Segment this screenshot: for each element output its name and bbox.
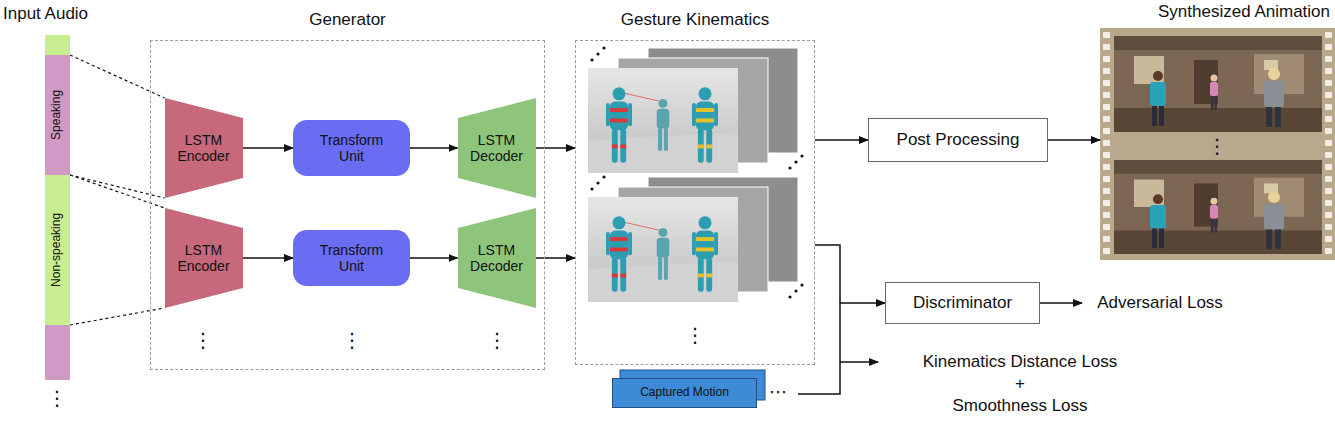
discriminator-box: Discriminator: [885, 282, 1040, 324]
lstm-decoder: LSTM Decoder: [458, 98, 536, 198]
lstm-decoder: LSTM Decoder: [458, 208, 536, 308]
kinematics-group: Gesture Kinematics: [575, 40, 815, 365]
node-label: Post Processing: [897, 130, 1020, 150]
captured-motion: Captured Motion: [612, 378, 757, 408]
flow-arrow: [536, 147, 576, 149]
transform-unit: Transform Unit: [293, 120, 410, 176]
loss-label: +: [1015, 375, 1025, 394]
loss-arrow: [1040, 302, 1082, 304]
flow-arrow: [243, 147, 294, 149]
flow-arrow: [410, 257, 458, 259]
flow-arrow: [815, 139, 868, 141]
loss-label: Smoothness Loss: [952, 397, 1087, 416]
flow-arrow: [1048, 139, 1100, 141]
ellipsis: ⋮: [47, 387, 67, 409]
heading: Generator: [151, 10, 544, 30]
ellipsis: ⋮: [193, 329, 213, 351]
stack-dot: [800, 154, 803, 157]
heading: Gesture Kinematics: [576, 10, 814, 30]
stack-dot: [800, 283, 803, 286]
flow-arrow: [536, 257, 576, 259]
heading: Synthesized Animation: [1158, 2, 1330, 22]
stack-dot: [794, 160, 797, 163]
trapezoid-fill: [458, 208, 536, 308]
node-label: LSTM Decoder: [465, 132, 529, 164]
node-label: LSTM Encoder: [172, 242, 236, 274]
kinematics-frame: [588, 197, 738, 302]
animation-frame: [1114, 160, 1322, 254]
trapezoid-fill: [165, 208, 243, 308]
node-label: Transform Unit: [312, 242, 392, 274]
loss-wire: [798, 303, 840, 394]
stack-dot: [590, 187, 593, 190]
lstm-encoder: LSTM Encoder: [165, 98, 243, 198]
node-label: LSTM Decoder: [465, 242, 529, 274]
transform-unit: Transform Unit: [293, 230, 410, 286]
node-label: Speaking: [51, 90, 65, 140]
stack-dot: [602, 175, 605, 178]
film-holes: [1325, 32, 1332, 256]
lstm-encoder: LSTM Encoder: [165, 208, 243, 308]
stack-dot: [590, 58, 593, 61]
trapezoid-fill: [165, 98, 243, 198]
generator-group: GeneratorLSTM EncoderTransform UnitLSTM …: [150, 40, 545, 370]
animation-frame: [1114, 36, 1322, 132]
speech-segment: Non-speaking: [45, 175, 70, 325]
stack-dot: [788, 295, 791, 298]
stack-dot: [794, 289, 797, 292]
heading: Input Audio: [3, 4, 88, 24]
ellipsis: ⋮: [685, 324, 705, 346]
ellipsis: ⋯: [769, 383, 787, 403]
loss-label: Adversarial Loss: [1097, 294, 1223, 313]
loss-label: Kinematics Distance Loss: [923, 353, 1118, 372]
flow-arrow: [410, 147, 458, 149]
node-label: Transform Unit: [312, 132, 392, 164]
kinematics-frame: [588, 68, 738, 173]
film-holes: [1103, 32, 1110, 256]
loss-arrow: [840, 361, 878, 363]
node-label: Non-speaking: [51, 213, 65, 287]
node-label: Discriminator: [913, 293, 1012, 313]
flow-arrow: [243, 257, 294, 259]
node-label: LSTM Encoder: [172, 132, 236, 164]
stack-dot: [596, 181, 599, 184]
trapezoid-fill: [458, 98, 536, 198]
ellipsis: ⋮: [342, 329, 362, 351]
film-strip: [1100, 28, 1335, 260]
stack-dot: [788, 166, 791, 169]
ellipsis: ⋮: [487, 329, 507, 351]
audio-bar: Input AudioSpeakingNon-speaking: [45, 35, 70, 380]
node-label: Captured Motion: [640, 386, 729, 400]
flow-arrow: [815, 245, 885, 303]
stack-dot: [602, 46, 605, 49]
process-box: Post Processing: [868, 118, 1048, 162]
speech-segment: Speaking: [45, 55, 70, 175]
stack-dot: [596, 52, 599, 55]
ellipsis: ⋮: [1207, 135, 1227, 157]
